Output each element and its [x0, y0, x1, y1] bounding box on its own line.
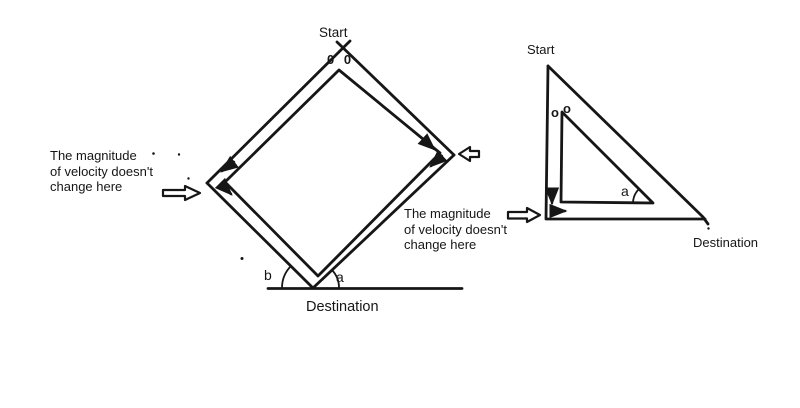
right-annotation-line: of velocity doesn't: [404, 221, 507, 237]
outer-triangle: [544, 64, 710, 226]
pointer-arrow-left-vertex: [161, 184, 202, 202]
velocity-direction-arrows-triangle: [544, 187, 568, 219]
pointer-arrow-triangle-corner: [506, 206, 542, 224]
left-angle-b-label: b: [264, 267, 272, 283]
pointer-arrow-right-vertex: [457, 145, 481, 163]
left-annotation-line: of velocity doesn't: [50, 163, 153, 179]
left-annotation: The magnitude of velocity doesn't change…: [50, 148, 153, 195]
pen-specks: [152, 152, 710, 260]
right-annotation-line: The magnitude: [404, 206, 491, 221]
left-apex-marks: 0 0: [327, 52, 355, 67]
triangle-angle-arc: [632, 188, 640, 204]
left-annotation-line: change here: [50, 179, 123, 194]
right-apex-mark-outer: o: [551, 105, 559, 120]
left-annotation-line: The magnitude: [50, 148, 137, 163]
left-destination-label: Destination: [306, 299, 379, 315]
right-start-label: Start: [527, 42, 555, 57]
right-angle-a-label: a: [621, 183, 629, 199]
right-annotation: The magnitude of velocity doesn't change…: [404, 206, 507, 253]
left-angle-a-label: a: [336, 269, 344, 285]
right-apex-mark-inner: o: [563, 101, 571, 116]
diamond-angle-arcs: [281, 265, 340, 289]
right-destination-label: Destination: [693, 235, 759, 250]
velocity-direction-arrows-diamond: [214, 133, 448, 196]
inner-triangle: [559, 110, 655, 205]
left-start-label: Start: [319, 25, 348, 40]
right-annotation-line: change here: [404, 237, 477, 252]
inner-diamond: [223, 68, 442, 278]
